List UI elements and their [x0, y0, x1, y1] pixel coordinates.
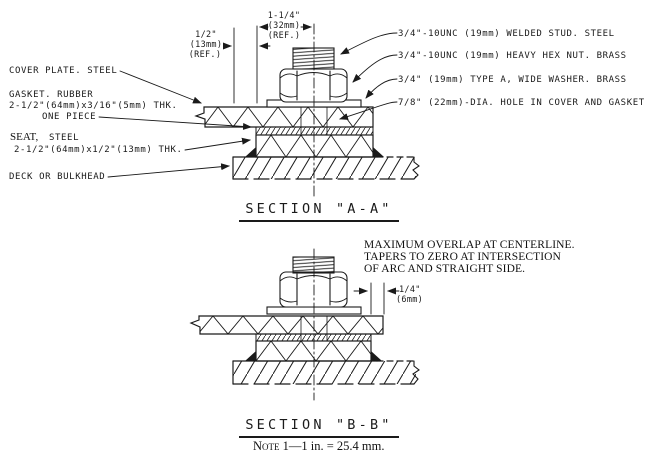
section-aa-drawing [98, 23, 420, 197]
dim-one-quarter-value: 1-1/4" [267, 11, 301, 21]
note-label: Note [253, 439, 280, 453]
weld-fillet-right [371, 351, 382, 361]
cover-plate [189, 315, 384, 335]
overlap-annotation-line2: TAPERS TO ZERO AT INTERSECTION [364, 251, 561, 263]
label-gasket-line3: ONE PIECE [42, 112, 97, 122]
overlap-annotation-line1: MAXIMUM OVERLAP AT CENTERLINE. [364, 239, 575, 251]
seat-plate [245, 134, 384, 158]
scale-note: Note 1—1 in. = 25.4 mm. [253, 439, 385, 454]
label-washer: 3/4" (19mm) TYPE A, WIDE WASHER. BRASS [398, 75, 627, 85]
label-seat-material: STEEL [49, 133, 80, 143]
section-bb-drawing [189, 248, 420, 401]
dim-quarter-inch-value: 1/4" [399, 285, 421, 295]
dim-half-inch-value: 1/2" [195, 30, 217, 40]
label-cover-plate: COVER PLATE. STEEL [9, 66, 118, 76]
label-welded-stud: 3/4"-10UNC (19mm) WELDED STUD. STEEL [398, 29, 615, 39]
label-hole: 7/8" (22mm)-DIA. HOLE IN COVER AND GASKE… [398, 98, 645, 108]
gasket-strip [255, 126, 374, 136]
hex-nut [279, 68, 348, 103]
hex-nut [279, 271, 348, 308]
overlap-annotation-line3: OF ARC AND STRAIGHT SIDE. [364, 263, 526, 275]
label-hex-nut: 3/4"-10UNC (19mm) HEAVY HEX NUT. BRASS [398, 51, 627, 61]
weld-fillet-left [245, 351, 256, 361]
dim-one-quarter-ref: (REF.) [267, 31, 301, 41]
weld-fillet-left [245, 147, 256, 157]
label-gasket-line1: GASKET. RUBBER [9, 90, 94, 100]
dimension-lines [353, 282, 400, 315]
label-gasket-line2: 2-1/2"(64mm)x3/16"(5mm) THK. [9, 101, 178, 111]
dim-half-inch-ref: (REF.) [188, 50, 222, 60]
stud-threads [292, 256, 335, 274]
dim-one-quarter-mm: (32mm) [267, 21, 301, 31]
break-edge [412, 360, 420, 385]
dim-quarter-inch-mm: (6mm) [396, 295, 424, 305]
deck-plate [232, 360, 420, 385]
label-deck: DECK OR BULKHEAD [9, 172, 106, 182]
section-aa-title: SECTION "A-A" [239, 201, 399, 222]
weld-fillet-right [373, 147, 384, 157]
deck-plate [232, 156, 420, 180]
cover-plate [194, 106, 374, 128]
hole-edges [300, 315, 328, 342]
dimension-lines [223, 23, 312, 104]
label-seat-word: SEAT, [10, 131, 39, 143]
break-edge [412, 156, 420, 180]
note-text: 1—1 in. = 25.4 mm. [282, 439, 385, 453]
dim-half-inch-mm: (13mm) [189, 40, 223, 50]
section-bb-title: SECTION "B-B" [239, 417, 399, 438]
gasket-strip [255, 333, 372, 342]
label-seat-size: 2-1/2"(64mm)x1/2"(13mm) THK. [14, 145, 183, 155]
leader-lines [98, 32, 398, 178]
stud-threads [292, 47, 335, 70]
hole-edges [300, 106, 328, 136]
seat-plate [245, 340, 382, 362]
